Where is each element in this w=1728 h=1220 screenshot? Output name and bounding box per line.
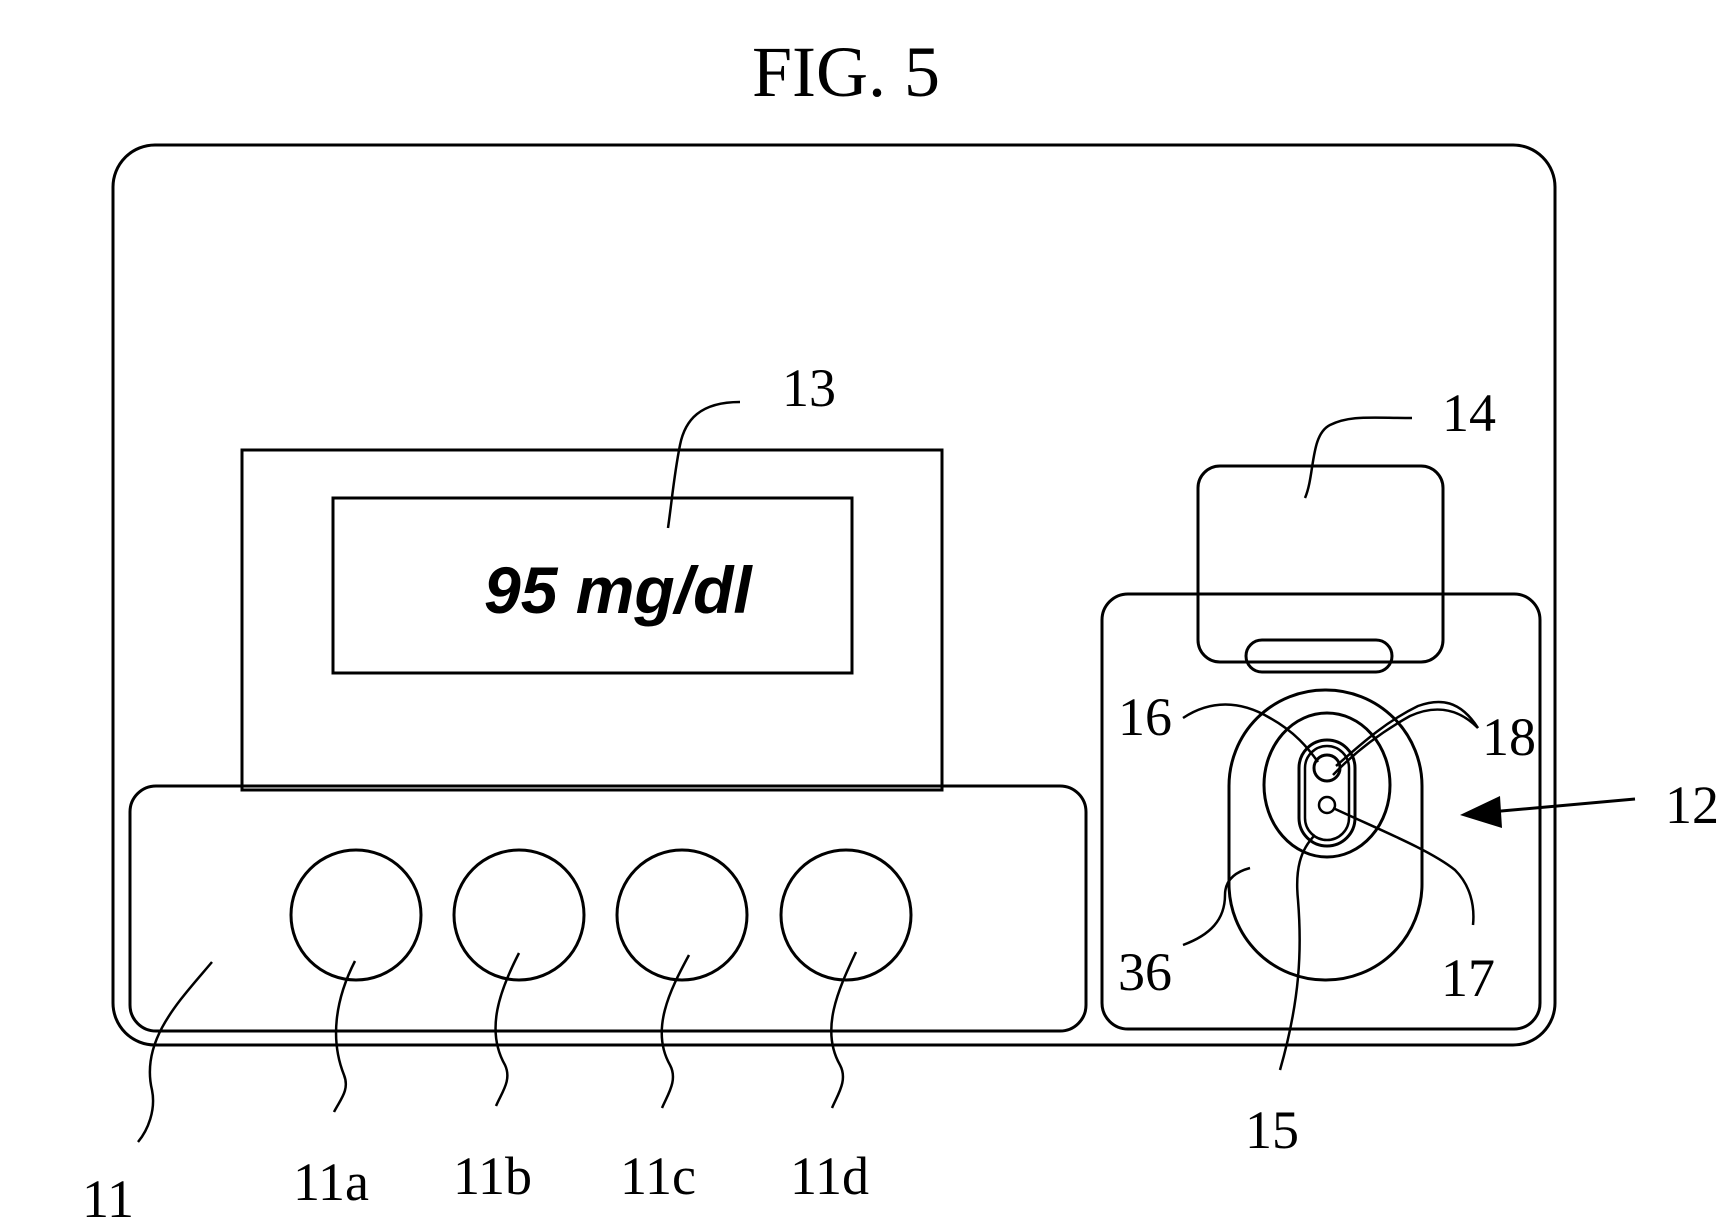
leader-11 [138, 962, 212, 1142]
button-11b[interactable] [454, 850, 584, 980]
leader-15 [1280, 835, 1315, 1070]
label-11b: 11b [453, 1146, 532, 1206]
figure-title: FIG. 5 [752, 32, 940, 112]
button-11c[interactable] [617, 850, 747, 980]
label-36: 36 [1118, 942, 1172, 1002]
label-11c: 11c [620, 1146, 696, 1206]
label-18: 18 [1482, 707, 1536, 767]
label-16: 16 [1118, 687, 1172, 747]
lid[interactable] [1198, 466, 1443, 662]
label-13: 13 [782, 358, 836, 418]
button-11d[interactable] [781, 850, 911, 980]
leader-16 [1183, 705, 1318, 763]
label-14: 14 [1442, 383, 1496, 443]
arrow-12-shaft [1490, 799, 1635, 812]
electrode-18 [1314, 755, 1340, 781]
leader-14 [1305, 418, 1412, 498]
leader-13 [668, 402, 740, 528]
button-panel [130, 786, 1086, 1031]
display-reading: 95 mg/dl [484, 553, 753, 627]
label-12: 12 [1665, 775, 1719, 835]
label-17: 17 [1441, 948, 1495, 1008]
button-11a[interactable] [291, 850, 421, 980]
arrow-12-head [1460, 796, 1502, 828]
electrode-17 [1319, 797, 1335, 813]
label-11: 11 [82, 1169, 134, 1220]
lid-handle[interactable] [1246, 640, 1392, 672]
label-11d: 11d [790, 1146, 869, 1206]
leader-11a [334, 961, 355, 1112]
leader-36 [1183, 868, 1250, 945]
label-11a: 11a [293, 1152, 369, 1212]
label-15: 15 [1245, 1100, 1299, 1160]
